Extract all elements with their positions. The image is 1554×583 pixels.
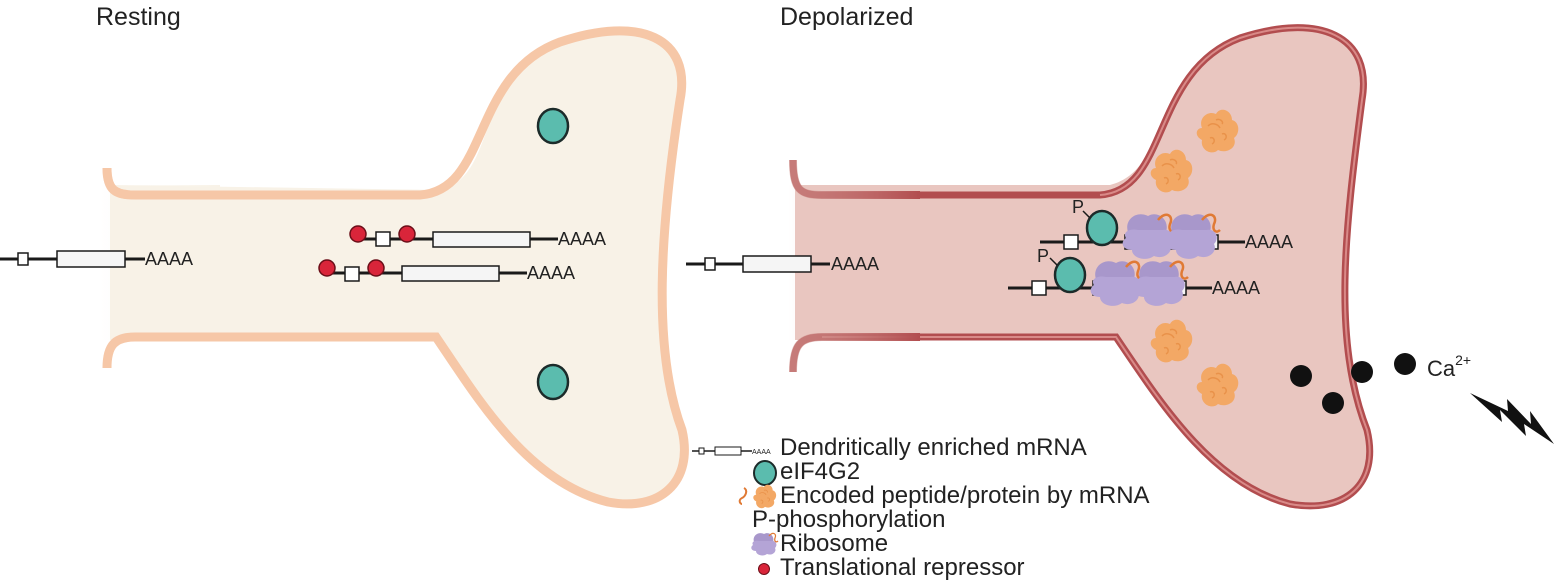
mrna-depolarized-2: P AAAA xyxy=(1008,246,1260,308)
legend: AAAA Dendritically enriched mRNA eIF4G2 … xyxy=(692,434,1150,581)
polya-tail: AAAA xyxy=(1212,278,1260,298)
resting-title: Resting xyxy=(96,3,181,31)
legend-peptide: Encoded peptide/protein by mRNA xyxy=(780,482,1150,509)
polya-tail: AAAA xyxy=(558,229,606,249)
eif4g2-icon xyxy=(1053,256,1087,294)
resting-membrane xyxy=(102,26,689,509)
phospho-mark: P xyxy=(1072,197,1084,217)
calcium-base: Ca xyxy=(1427,356,1456,381)
depolarized-panel: Depolarized AAAA P AAAA xyxy=(686,3,1554,510)
legend-mrna-icon: AAAA xyxy=(692,446,771,456)
polya-tail: AAAA xyxy=(1245,232,1293,252)
phospho-mark: P xyxy=(1037,246,1049,266)
eif4g2-icon xyxy=(1085,209,1119,247)
polya-tail: AAAA xyxy=(145,249,193,269)
polya-tail: AAAA xyxy=(831,254,879,274)
calcium-ion xyxy=(1394,353,1416,375)
legend-ribosome: Ribosome xyxy=(780,530,888,557)
repressor-icon xyxy=(367,259,385,277)
calcium-charge: 2+ xyxy=(1455,352,1471,368)
eif4g2-icon xyxy=(536,107,570,145)
legend-repressor: Translational repressor xyxy=(780,554,1025,581)
legend-phospho: P-phosphorylation xyxy=(752,506,945,533)
resting-panel: Resting AAAA AAAA AAAA xyxy=(0,3,689,509)
calcium-ion xyxy=(1351,361,1373,383)
depolarized-title: Depolarized xyxy=(780,3,913,31)
mrna-resting-outside: AAAA xyxy=(0,249,193,269)
svg-text:AAAA: AAAA xyxy=(752,449,771,456)
calcium-ion xyxy=(1322,392,1344,414)
mrna-resting-2: AAAA xyxy=(318,259,575,283)
lightning-bolt-icon xyxy=(1470,393,1554,444)
legend-eif4g2: eIF4G2 xyxy=(780,458,860,485)
legend-repressor-icon xyxy=(758,563,770,575)
legend-mrna: Dendritically enriched mRNA xyxy=(780,434,1087,461)
polya-tail: AAAA xyxy=(527,263,575,283)
calcium-ions xyxy=(1290,353,1416,414)
mrna-resting-1: AAAA xyxy=(349,225,606,249)
calcium-ion xyxy=(1290,365,1312,387)
repressor-icon xyxy=(398,225,416,243)
eif4g2-icon xyxy=(536,363,570,401)
repressor-icon xyxy=(349,225,367,243)
legend-peptide-icon xyxy=(738,484,777,509)
mrna-depolarized-1: P AAAA xyxy=(1040,197,1293,261)
legend-ribosome-icon xyxy=(750,532,779,557)
mrna-depolarized-outside: AAAA xyxy=(686,254,879,274)
legend-eif4g2-icon xyxy=(753,460,777,486)
repressor-icon xyxy=(318,259,336,277)
calcium-label: Ca2+ xyxy=(1427,352,1471,381)
